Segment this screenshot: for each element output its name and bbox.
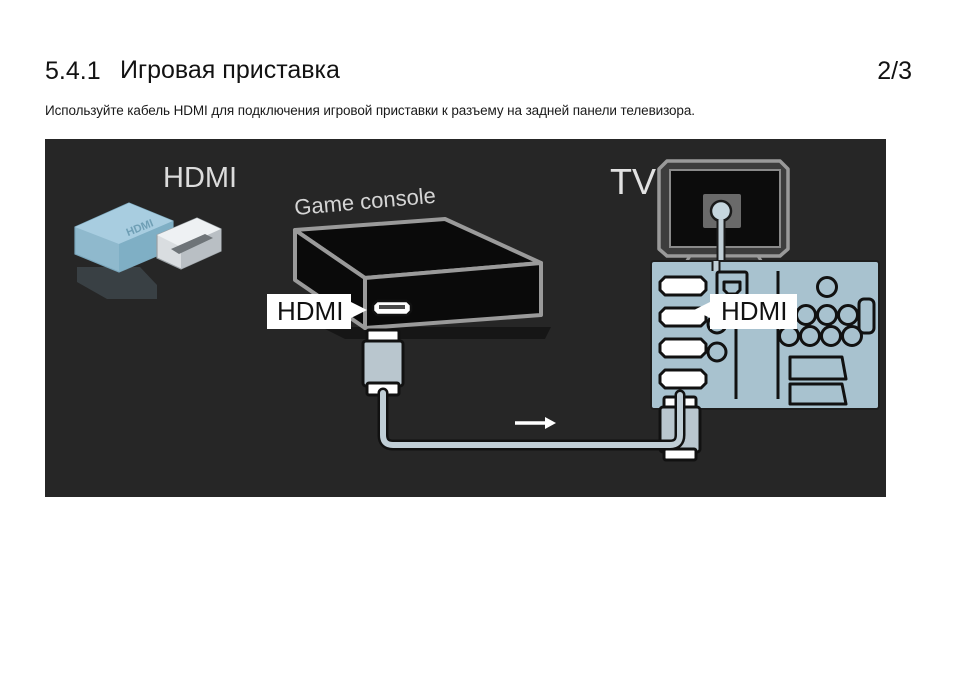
illustration-panel: HDMI HDMI TV (45, 139, 886, 497)
page-title: Игровая приставка (120, 56, 340, 84)
section-number: 5.4.1 (45, 57, 101, 85)
direction-arrow-icon (515, 417, 556, 429)
vertical-slot-port (857, 297, 876, 335)
page-indicator: 2/3 (877, 57, 912, 85)
tv-label: TV (610, 161, 656, 202)
hdmi-port-1 (658, 275, 708, 297)
small-jack-2 (706, 341, 728, 363)
hdmi-cable (377, 387, 686, 451)
page-header: 5.4.1 Игровая приставка 2/3 Используйте … (0, 0, 954, 139)
tv-cable-socket (709, 199, 733, 223)
hdmi-port-3 (658, 337, 708, 359)
tv-connector-panel (650, 260, 880, 462)
tv-hdmi-callout: HDMI (694, 294, 797, 329)
instruction-text: Используйте кабель HDMI для подключения … (45, 103, 695, 118)
tv-callout-label: HDMI (721, 296, 787, 326)
hdmi-plug-label: HDMI (163, 162, 237, 194)
hdmi-plug-icon: HDMI (74, 202, 222, 299)
rect-port-1 (788, 355, 848, 381)
console-callout-label: HDMI (277, 296, 343, 326)
hdmi-port-4 (658, 368, 708, 390)
console-hdmi-plug (361, 328, 405, 397)
hdmi-port-group (658, 275, 708, 390)
console-hdmi-callout: HDMI (267, 294, 367, 329)
rect-port-2 (788, 382, 848, 406)
